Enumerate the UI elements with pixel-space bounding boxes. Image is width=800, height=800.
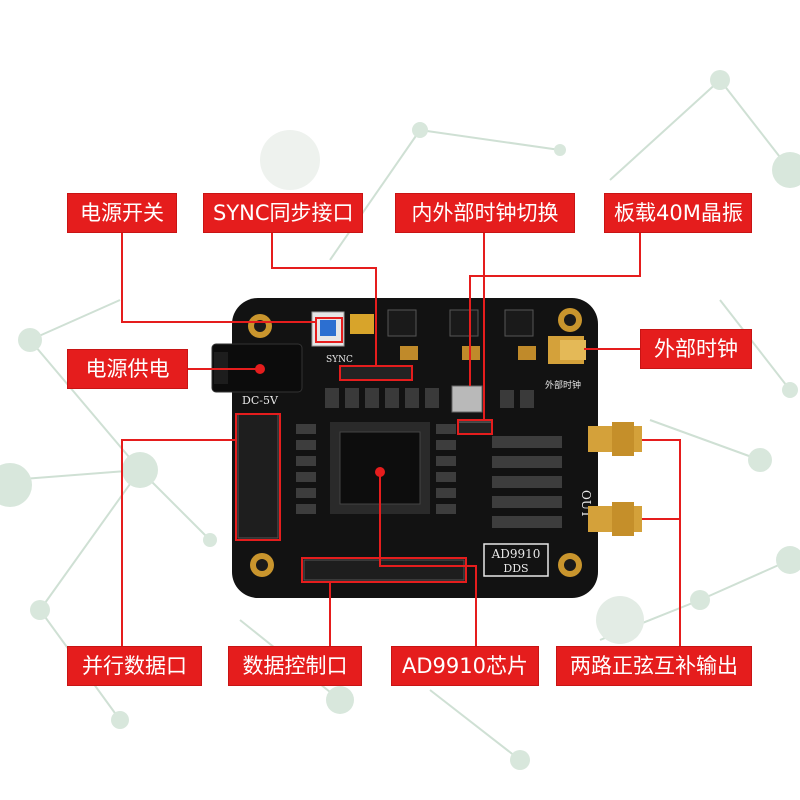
box-parallel <box>235 413 281 541</box>
label-control-port: 数据控制口 <box>228 646 362 686</box>
sma-external-clock <box>548 336 586 364</box>
silk-sync: SYNC <box>326 355 353 365</box>
sma-output-1 <box>588 422 642 456</box>
network-nodes <box>0 70 800 770</box>
box-control <box>301 557 467 583</box>
pcb-board: AD9910 DDS DC-5V SYNC 外部时钟 OUT <box>211 298 642 598</box>
label-clock-switch: 内外部时钟切换 <box>395 193 575 233</box>
box-power-switch <box>315 317 343 343</box>
label-parallel-port: 并行数据口 <box>67 646 202 686</box>
label-dual-output: 两路正弦互补输出 <box>556 646 752 686</box>
label-external-clock: 外部时钟 <box>640 329 752 369</box>
sync-header <box>339 365 413 381</box>
parallel-header <box>237 413 279 539</box>
label-power-supply: 电源供电 <box>67 349 188 389</box>
clock-jumper <box>457 421 493 435</box>
silk-ext-clock: 外部时钟 <box>545 379 581 391</box>
label-onboard-crystal: 板载40M晶振 <box>604 193 752 233</box>
sma-output-2 <box>588 502 642 536</box>
box-clock-jumper <box>457 419 493 435</box>
regulator <box>449 309 479 337</box>
tantalum-cap <box>350 314 374 334</box>
dc-marker <box>255 364 265 374</box>
label-chip: AD9910芯片 <box>391 646 539 686</box>
label-power-switch: 电源开关 <box>67 193 177 233</box>
board-chip-sub: DDS <box>503 562 528 575</box>
silk-dc: DC-5V <box>242 394 279 407</box>
callout-lines <box>121 232 681 646</box>
regulator <box>387 309 417 337</box>
crystal-oscillator <box>451 385 483 413</box>
chip-marker <box>375 467 385 477</box>
mounting-holes <box>248 308 582 577</box>
control-header <box>303 559 465 581</box>
regulator <box>504 309 534 337</box>
board-chip-label: AD9910 <box>491 547 541 561</box>
label-sync-port: SYNC同步接口 <box>203 193 363 233</box>
